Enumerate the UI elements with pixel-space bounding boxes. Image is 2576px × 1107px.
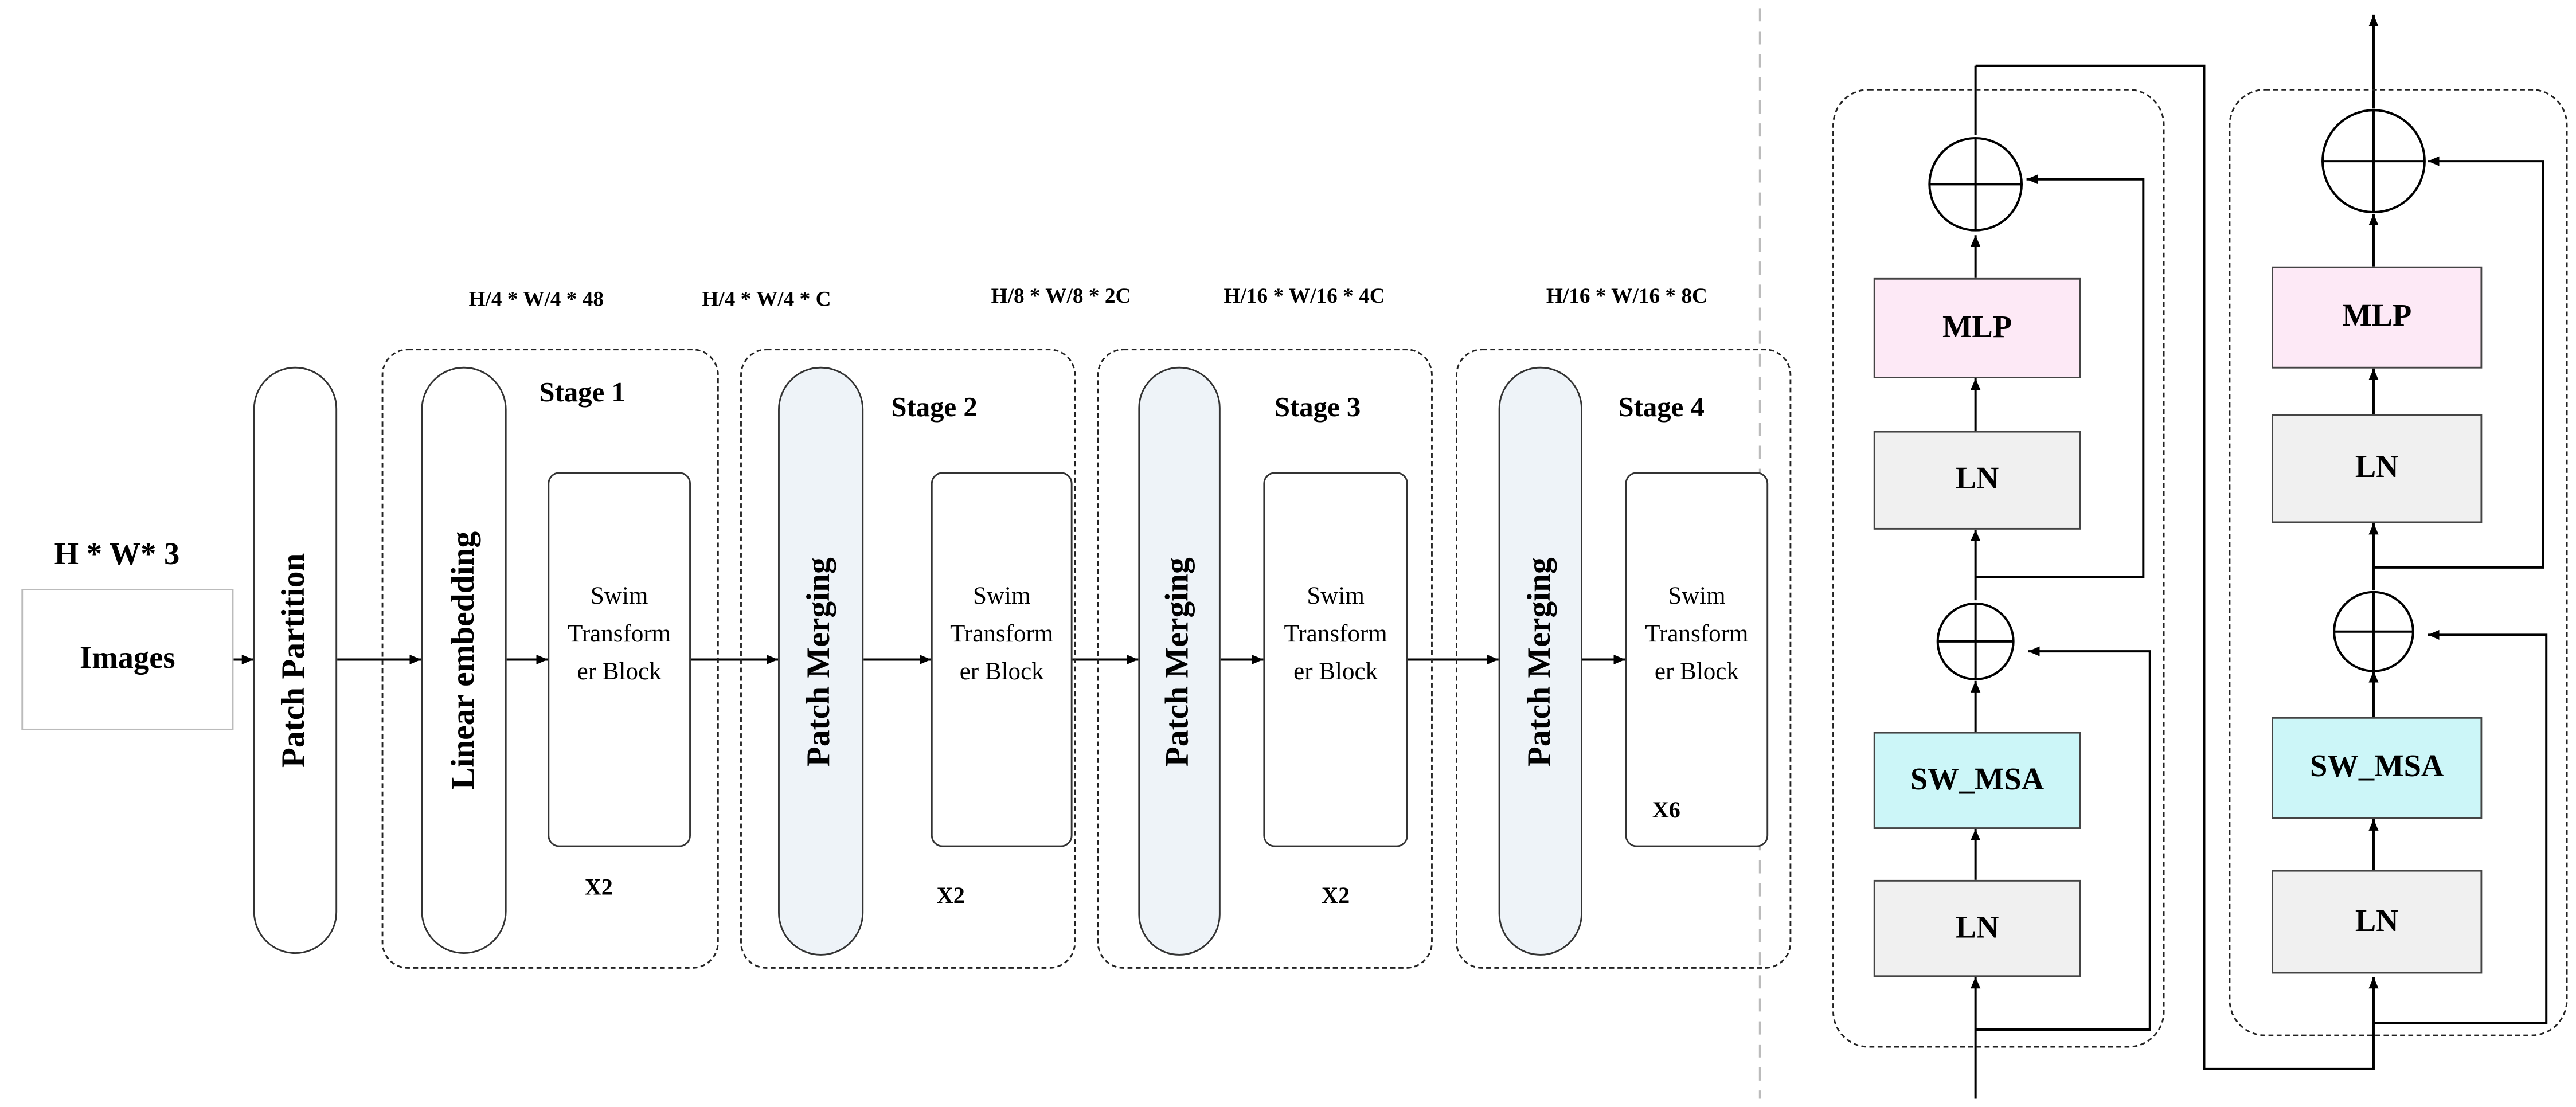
sw-msa-label-1: SW_MSA [1910,762,2045,797]
stage-3-group [1097,349,1433,969]
swin-block-2-line-2: Transform [950,621,1054,647]
stage-4-title: Stage 4 [1618,391,1705,423]
ln-bottom-label-1: LN [1955,910,1999,945]
patch-merging-3-label: Patch Merging [1160,556,1197,766]
mlp-box-2: MLP [2272,266,2483,369]
dims-label-5: H/16 * W/16 * 8C [1546,283,1708,308]
patch-partition-label: Patch Partition [276,553,313,768]
ln-top-box-2: LN [2272,414,2483,523]
patch-merging-2-label: Patch Merging [802,556,838,766]
residual-1a [1975,646,2151,1031]
stage-4-group [1456,349,1792,969]
swin-block-2: Swim Transform er Block [931,472,1073,847]
patch-merging-4: Patch Merging [1498,366,1582,956]
images-box: Images [21,589,234,730]
ln-top-label-1: LN [1955,462,1999,497]
swin-block-4-line-1: Swim [1668,583,1726,609]
stage-1-title: Stage 1 [539,377,626,408]
detail-block-1 [1832,88,2165,1048]
arrow-block1-to-block2 [1975,64,2379,1070]
input-dims: H * W* 3 [54,538,180,573]
dims-label-3: H/8 * W/8 * 2C [991,283,1131,308]
patch-partition: Patch Partition [253,366,338,955]
dims-label-4: H/16 * W/16 * 4C [1223,283,1385,308]
swin-block-3-line-3: er Block [1293,659,1378,685]
dims-label-1: H/4 * W/4 * 48 [468,286,604,311]
residual-1b [1975,174,2145,579]
patch-merging-2: Patch Merging [778,366,864,956]
swin-block-4-line-2: Transform [1645,621,1749,647]
ln-top-box-1: LN [1873,431,2081,530]
swin-block-1-line-1: Swim [590,583,648,609]
stage-2-title: Stage 2 [891,391,978,423]
swin-block-2-line-3: er Block [959,659,1044,685]
mlp-label-2: MLP [2342,299,2412,334]
stage-4-repeat: X6 [1652,799,1680,824]
stage-3-repeat: X2 [1322,885,1350,910]
residual-2a [2373,629,2548,1024]
dims-label-2: H/4 * W/4 * C [702,286,831,311]
stage-2-group [740,349,1076,969]
swin-block-3-line-1: Swim [1307,583,1365,609]
ln-bottom-box-1: LN [1873,879,2081,977]
ln-top-label-2: LN [2355,451,2399,486]
linear-embedding-label: Linear embedding [445,531,482,789]
mlp-box-1: MLP [1873,277,2081,378]
swin-block-3: Swim Transform er Block [1263,472,1408,847]
sw-msa-label-2: SW_MSA [2310,750,2444,785]
images-label: Images [80,641,175,676]
stage-1-repeat: X2 [584,877,613,902]
patch-merging-3: Patch Merging [1138,366,1221,956]
sw-msa-box-1: SW_MSA [1873,732,2081,829]
swin-block-3-line-2: Transform [1284,621,1387,647]
swin-block-1-line-3: er Block [577,659,662,685]
sw-msa-box-2: SW_MSA [2272,717,2483,819]
swin-block-4-line-3: er Block [1654,659,1739,685]
swin-block-2-line-1: Swim [972,583,1031,609]
swin-block-4: Swim Transform er Block [1625,472,1769,847]
swin-block-1-line-2: Transform [568,621,671,647]
residual-2b [2373,156,2544,569]
stage-2-repeat: X2 [936,885,965,910]
mlp-label-1: MLP [1942,310,2012,345]
detail-block-2 [2229,88,2568,1036]
swin-block-1: Swim Transform er Block [548,472,691,847]
ln-bottom-label-2: LN [2355,903,2399,938]
stage-3-title: Stage 3 [1274,391,1361,423]
stage-1-group [381,349,719,969]
ln-bottom-box-2: LN [2272,870,2483,974]
linear-embedding: Linear embedding [421,366,507,955]
patch-merging-4-label: Patch Merging [1521,556,1558,766]
